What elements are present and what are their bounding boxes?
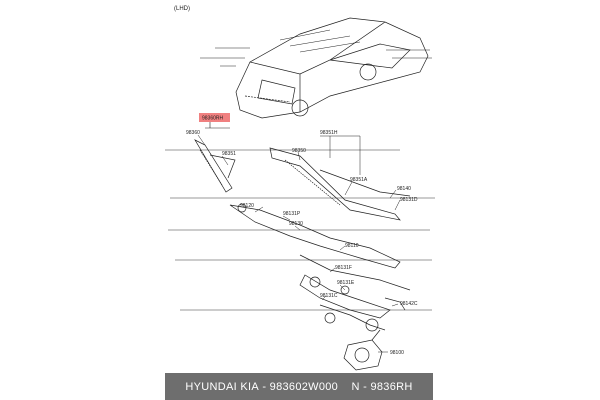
footer-brand: HYUNDAI KIA: [185, 380, 259, 393]
label-98131e: 98131E: [337, 280, 355, 286]
label-98131p: 98131P: [283, 211, 301, 217]
part-info-footer: HYUNDAI KIA - 983602W000 N - 9836RH: [165, 373, 433, 400]
label-98142c: 98142C: [400, 301, 418, 307]
label-98131c: 98131C: [320, 293, 338, 299]
highlight-callout: [199, 113, 230, 122]
leader-lines: [197, 134, 401, 353]
label-98131d: 98131D: [400, 197, 418, 203]
label-98351: 98351: [222, 151, 236, 157]
label-98350: 98350: [292, 148, 306, 154]
footer-sep-2: [338, 381, 351, 393]
label-98360: 98360: [186, 130, 200, 136]
footer-sep-1: -: [258, 380, 270, 393]
wiper-blade-assembly: [194, 139, 411, 221]
footer-code: N - 9836RH: [351, 380, 413, 393]
wiper-linkage: [229, 203, 411, 371]
label-98100: 98100: [390, 350, 404, 356]
label-98110: 98110: [345, 243, 359, 249]
car-illustration: [200, 17, 432, 119]
label-98131f: 98131F: [335, 265, 352, 271]
label-98351h: 98351H: [320, 130, 338, 136]
label-98130: 98130: [289, 221, 303, 227]
label-98351a: 98351A: [350, 177, 368, 183]
label-98120: 98120: [240, 203, 254, 209]
footer-part-number: 983602W000: [269, 380, 339, 393]
label-98360rh: 98360RH: [202, 116, 224, 122]
label-98140: 98140: [397, 186, 411, 192]
lhd-label: (LHD): [174, 6, 190, 12]
